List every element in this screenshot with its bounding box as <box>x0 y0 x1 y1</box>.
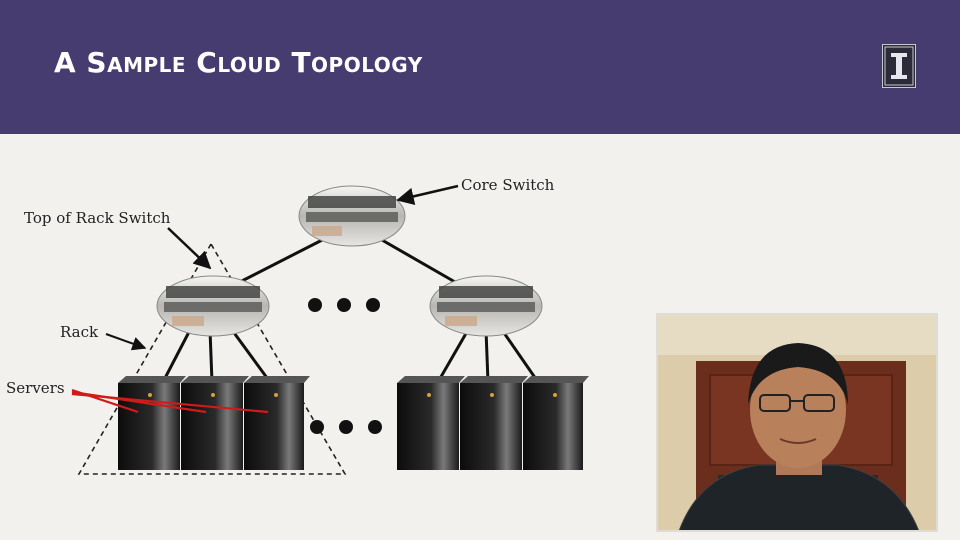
server-group-left <box>118 376 310 470</box>
server-pointer-lines <box>71 388 269 414</box>
core-switch-arrow <box>396 184 459 205</box>
webcam-video-feed <box>656 313 938 532</box>
university-logo-icon <box>882 44 916 88</box>
rack-outline <box>77 242 347 475</box>
top-of-rack-switch-left-icon <box>156 275 270 337</box>
server-icon <box>460 376 528 470</box>
slide-title: A Sample Cloud Topology <box>54 46 423 79</box>
presenter-video-frame <box>658 315 936 530</box>
ellipsis-dots-bottom <box>310 420 382 434</box>
top-of-rack-arrow <box>167 227 212 270</box>
slide-header: A Sample Cloud Topology <box>0 0 960 134</box>
server-icon <box>118 376 186 470</box>
ellipsis-dots-top <box>308 298 380 312</box>
connection-links <box>161 234 540 383</box>
core-switch-label: Core Switch <box>461 176 555 194</box>
server-icon <box>523 376 589 470</box>
rack-label: Rack <box>60 323 99 341</box>
rack-arrow <box>105 333 147 351</box>
top-of-rack-switch-label: Top of Rack Switch <box>24 209 171 227</box>
server-icon <box>181 376 249 470</box>
servers-label: Servers <box>6 379 65 397</box>
server-group-right <box>397 376 589 470</box>
cloud-topology-diagram: Core Switch Top of Rack Switch Rack Serv… <box>6 176 589 475</box>
server-icon <box>397 376 465 470</box>
top-of-rack-switch-right-icon <box>429 275 543 337</box>
server-icon <box>244 376 310 470</box>
core-switch-icon <box>298 185 406 247</box>
